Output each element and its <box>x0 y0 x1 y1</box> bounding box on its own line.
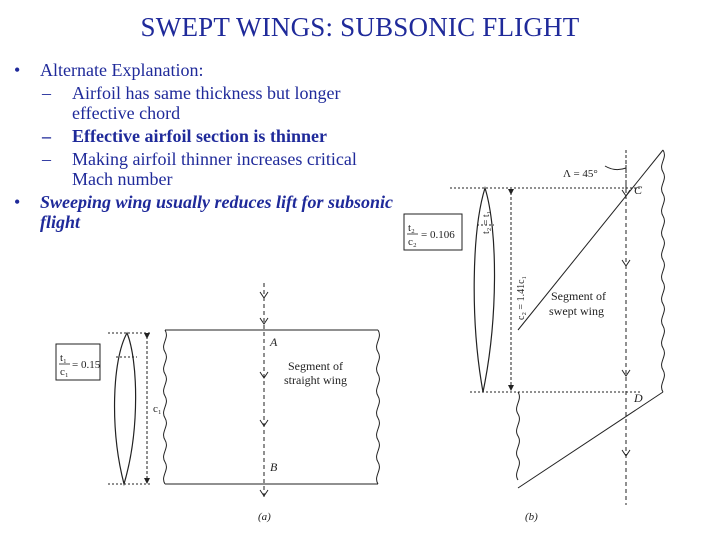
thickness-label-b: t₂ = t₁ <box>481 211 492 234</box>
segment-label-b-1: Segment of <box>551 289 606 303</box>
bullet-marker: • <box>14 60 21 80</box>
sub-bullet-text: Making airfoil thinner increases critica… <box>72 149 357 189</box>
airfoil-a <box>113 331 137 487</box>
chord-label-a: c₁ <box>153 403 162 415</box>
bullet-list: • Alternate Explanation: – Airfoil has s… <box>14 60 394 235</box>
bullet-sweeping-lift: • Sweeping wing usually reduces lift for… <box>14 192 394 232</box>
ratio-b-val: = 0.106 <box>421 229 455 241</box>
bullet-text: Sweeping wing usually reduces lift for s… <box>40 192 394 232</box>
sub-bullet-thickness: – Airfoil has same thickness but longer … <box>14 83 394 123</box>
point-c: C <box>634 183 643 197</box>
caption-a: (a) <box>258 511 271 523</box>
caption-b: (b) <box>525 511 538 523</box>
sub-bullet-critical-mach: – Making airfoil thinner increases criti… <box>14 149 394 189</box>
ratio-a-den: c₁ <box>60 366 69 378</box>
dash-marker: – <box>42 126 51 146</box>
sweep-angle-label: Λ = 45° <box>563 168 598 180</box>
sub-bullet-text: Airfoil has same thickness but longer ef… <box>72 83 341 123</box>
ratio-box-b <box>403 213 463 251</box>
ratio-a-num: t₁ <box>60 352 67 364</box>
bullet-marker: • <box>14 192 21 212</box>
segment-label-a-1: Segment of <box>288 359 343 373</box>
sub-bullet-text: Effective airfoil section is thinner <box>72 126 327 146</box>
wing-a-right-edge <box>376 329 380 485</box>
wing-b-left-edge <box>516 391 520 481</box>
point-b: B <box>270 460 278 474</box>
chord-label-b: c₂ = 1.41c₁ <box>516 276 527 320</box>
ratio-a-val: = 0.15 <box>72 359 101 371</box>
ratio-box-a <box>55 343 101 381</box>
wing-b-right-edge <box>661 149 665 393</box>
segment-label-b-2: swept wing <box>549 304 604 318</box>
ratio-b-den: c₂ <box>408 236 417 248</box>
trailing-edge-b <box>517 391 664 489</box>
page-title: SWEPT WINGS: SUBSONIC FLIGHT <box>140 12 580 42</box>
sub-bullet-thinner: – Effective airfoil section is thinner <box>14 126 394 146</box>
figure-a <box>55 283 380 500</box>
point-a: A <box>269 335 278 349</box>
leading-edge-b <box>517 149 664 331</box>
segment-label-a-2: straight wing <box>284 373 347 387</box>
dash-marker: – <box>42 83 51 103</box>
bullet-alternate-explanation: • Alternate Explanation: <box>14 60 394 80</box>
figure-b <box>403 149 665 505</box>
point-d: D <box>633 391 643 405</box>
wing-a-left-edge <box>163 329 167 485</box>
bullet-text: Alternate Explanation: <box>40 60 204 80</box>
ratio-b-num: t₂ <box>408 222 415 234</box>
dash-marker: – <box>42 149 51 169</box>
